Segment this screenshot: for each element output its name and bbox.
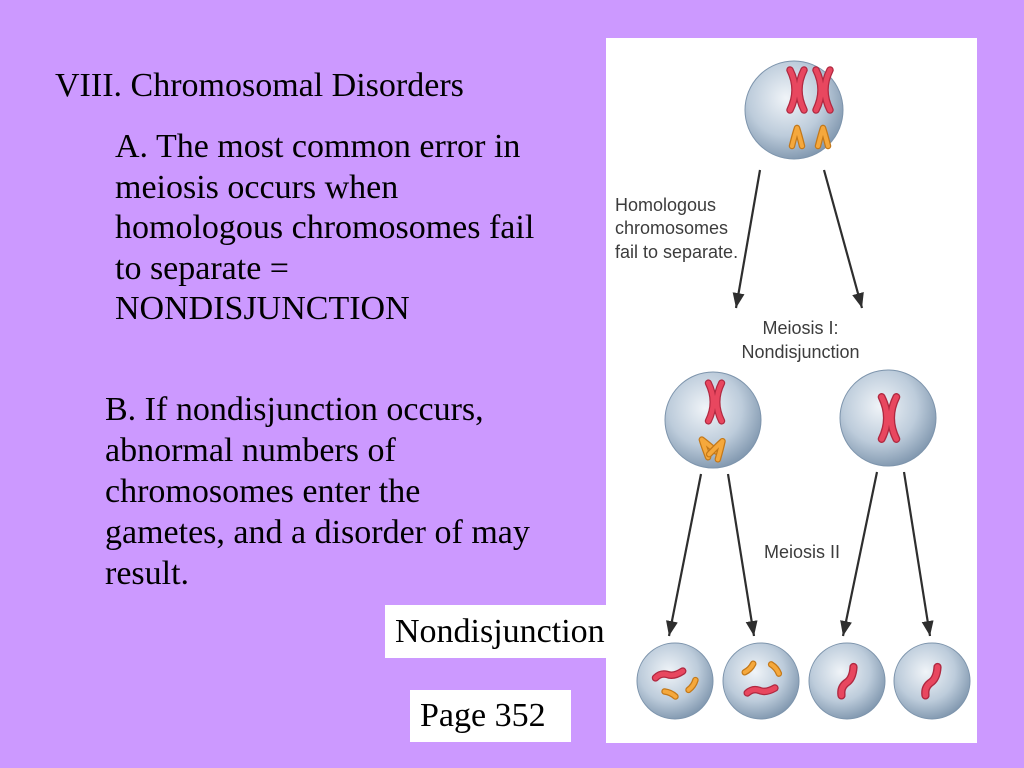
red-chromatid: [747, 687, 775, 694]
note-line: fail to separate.: [615, 242, 738, 262]
meiosis-1-label: Meiosis I:: [762, 318, 838, 338]
meiosis-1-cell-left: [664, 371, 762, 469]
point-a-line: NONDISJUNCTION: [115, 290, 410, 327]
point-a-line: meiosis occurs when: [115, 168, 399, 206]
figure-caption-box: Nondisjunction: [385, 605, 608, 658]
point-b-line: B. If nondisjunction occurs,: [105, 391, 484, 428]
arrow: [822, 169, 864, 309]
point-b-line: abnormal numbers of: [105, 432, 396, 469]
point-a-line: homologous chromosomes fail: [115, 209, 535, 246]
page-reference-box: Page 352: [410, 690, 571, 742]
page-reference: Page 352: [420, 697, 546, 734]
figure-caption: Nondisjunction: [395, 613, 605, 650]
arrow: [902, 471, 934, 637]
nondisjunction-diagram: Homologous chromosomes fail to separate.…: [615, 60, 971, 720]
arrow: [666, 473, 703, 637]
point-a-line: A. The most common error in: [115, 128, 521, 165]
note-line: Homologous: [615, 195, 716, 215]
slide-heading: VIII. Chromosomal Disorders: [55, 67, 464, 104]
gamete-cell: [722, 642, 800, 720]
arrow: [726, 473, 758, 637]
note-line: chromosomes: [615, 218, 728, 238]
gamete-cell: [636, 642, 714, 720]
meiosis-2-label: Meiosis II: [764, 542, 840, 562]
point-b-line: gametes, and a disorder of may: [105, 514, 530, 551]
point-b-text: B. If nondisjunction occurs, abnormal nu…: [105, 389, 530, 594]
point-a-text: A. The most common error in meiosis occu…: [115, 127, 534, 330]
meiosis-1-label: Nondisjunction: [741, 342, 859, 362]
nondisjunction-figure: Homologous chromosomes fail to separate.…: [606, 38, 977, 743]
arrow: [840, 471, 879, 637]
arrow: [732, 169, 762, 309]
point-a-line: to separate =: [115, 249, 289, 287]
point-b-line: chromosomes enter the: [105, 473, 421, 510]
point-b-line: result.: [105, 555, 190, 592]
